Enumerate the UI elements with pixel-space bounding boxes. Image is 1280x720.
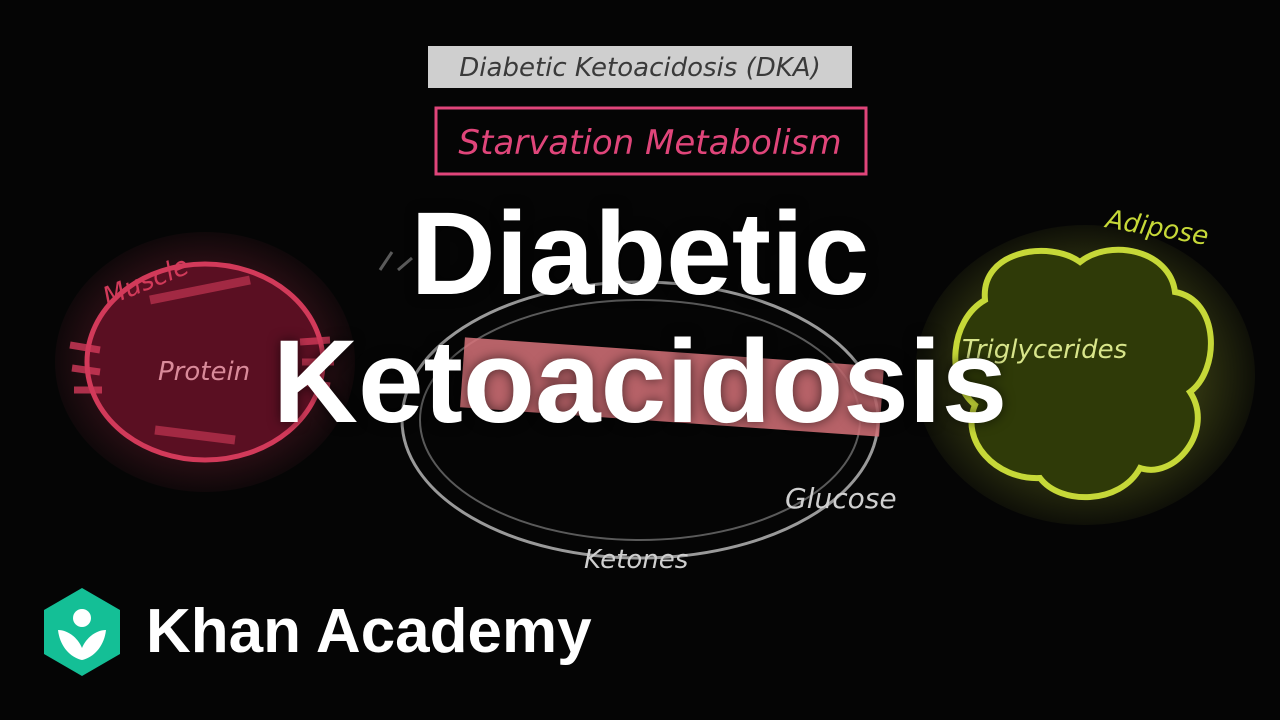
title-line-2: Ketoacidosis — [272, 316, 1008, 448]
khan-academy-logo-icon — [44, 588, 120, 676]
brand-name: Khan Academy — [146, 597, 592, 666]
muscle-content: Protein — [158, 357, 250, 387]
board-subheading: Starvation Metabolism — [458, 123, 841, 163]
subheading-box — [434, 106, 868, 176]
title-line-1: Diabetic — [410, 188, 870, 320]
ketones-label: Ketones — [584, 545, 688, 575]
muscle-stripes — [149, 275, 251, 445]
board-heading: Diabetic Ketoacidosis (DKA) — [459, 53, 820, 83]
heading-box — [428, 46, 852, 88]
muscle-fibers — [69, 336, 334, 394]
video-title: Diabetic Ketoacidosis — [0, 190, 1280, 446]
glucose-label: Glucose — [785, 482, 897, 515]
liver-band — [460, 337, 884, 437]
adipose-cell — [952, 246, 1214, 500]
liver-mark — [378, 251, 413, 272]
khan-academy-brand: Khan Academy — [40, 586, 592, 678]
adipose-content: Triglycerides — [962, 335, 1127, 365]
